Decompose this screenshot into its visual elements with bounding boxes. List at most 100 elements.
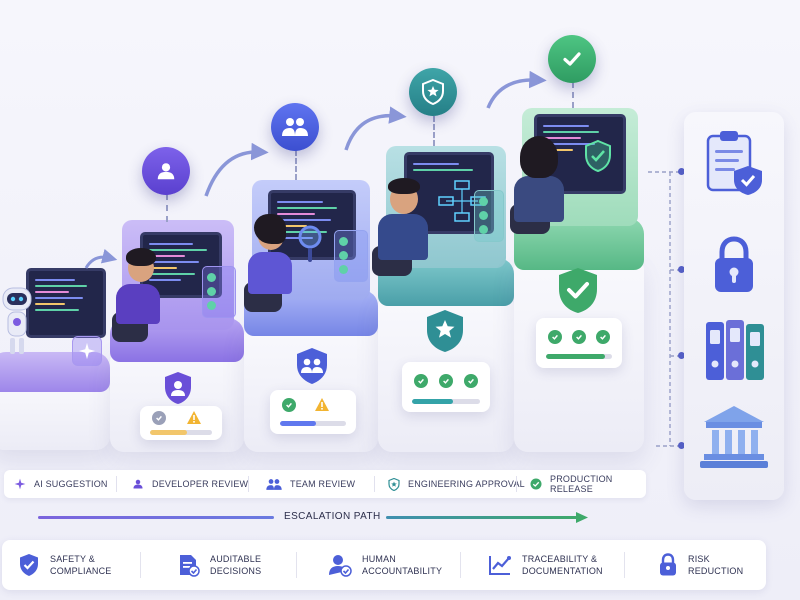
stage-legend: AI SUGGESTION DEVELOPER REVIEW TEAM REVI…	[4, 470, 646, 498]
monitor-shield-icon	[583, 139, 613, 178]
panel-dot-2	[678, 266, 685, 273]
sparkle-icon	[14, 478, 26, 490]
escalation-path-label: ESCALATION PATH	[284, 511, 381, 522]
check-circle-icon	[563, 52, 581, 66]
footer-safety-line1: SAFETY &	[50, 554, 95, 564]
engineering-badge	[409, 68, 457, 116]
legend-engineering-approval: ENGINEERING APPROVAL	[388, 470, 525, 498]
sparkle-panel	[72, 336, 102, 366]
developer-warning-icon	[186, 410, 202, 430]
footer-trace-line2: DOCUMENTATION	[522, 566, 603, 576]
footer-divider	[140, 552, 141, 578]
footer-risk-line2: REDUCTION	[688, 566, 744, 576]
engineering-progress-bar	[412, 399, 480, 404]
production-check-1-icon	[548, 330, 562, 344]
legend-developer-review-label: DEVELOPER REVIEW	[152, 479, 249, 489]
production-release-card	[536, 318, 622, 368]
engineering-check-1-icon	[414, 374, 428, 388]
developer-hair	[126, 248, 156, 266]
legend-divider	[516, 476, 517, 492]
clipboard-shield-icon	[704, 128, 766, 203]
legend-production-release-label: PRODUCTION RELEASE	[550, 474, 613, 494]
users-icon	[282, 118, 308, 136]
team-review-card	[270, 390, 356, 434]
institution-icon	[700, 404, 768, 475]
binders-icon	[704, 316, 768, 387]
team-hair	[254, 214, 286, 244]
panel-dot-1	[678, 168, 685, 175]
footer-human-line2: ACCOUNTABILITY	[362, 566, 443, 576]
panel-dot-4	[678, 442, 685, 449]
legend-divider	[248, 476, 249, 492]
engineering-person	[378, 214, 428, 260]
team-badge	[271, 103, 319, 151]
engineering-hair	[388, 178, 420, 194]
footer-auditable-line1: AUDITABLE	[210, 554, 262, 564]
developer-check-icon	[152, 411, 166, 425]
developer-shield-icon	[162, 370, 194, 411]
stage-arrows	[84, 70, 547, 269]
legend-developer-review: DEVELOPER REVIEW	[132, 470, 248, 498]
chart-line-icon	[489, 556, 511, 575]
footer-risk-reduction: RISK REDUCTION	[658, 540, 743, 590]
developer-dash	[166, 194, 168, 222]
escalation-arrow-icon	[576, 512, 588, 523]
footer-divider	[296, 552, 297, 578]
user-icon	[133, 479, 143, 489]
footer-trace-line1: TRACEABILITY &	[522, 554, 598, 564]
legend-ai-suggestion-label: AI SUGGESTION	[34, 479, 108, 489]
production-check-2-icon	[572, 330, 586, 344]
legend-team-review-label: TEAM REVIEW	[290, 479, 356, 489]
engineering-check-3-icon	[464, 374, 478, 388]
shield-star-icon	[422, 79, 444, 105]
team-checklist-panel	[334, 230, 368, 282]
escalation-path-left-line	[38, 516, 274, 519]
production-dash	[572, 82, 574, 108]
engineering-approval-card	[402, 362, 490, 412]
sparkle-icon	[78, 342, 96, 360]
panel-dot-3	[678, 352, 685, 359]
team-warning-icon	[314, 397, 330, 417]
lock-icon	[660, 553, 676, 576]
footer-auditable-line2: DECISIONS	[210, 566, 262, 576]
developer-checklist-panel	[202, 266, 236, 318]
production-badge	[548, 35, 596, 83]
shield-star-icon	[388, 477, 400, 491]
shield-check-icon	[20, 554, 38, 576]
legend-divider	[116, 476, 117, 492]
legend-team-review: TEAM REVIEW	[266, 470, 355, 498]
engineering-shield-icon	[424, 308, 466, 359]
escalation-path-right-line	[386, 516, 580, 519]
user-icon	[157, 163, 175, 180]
document-check-icon	[180, 555, 200, 577]
team-progress-bar	[280, 421, 346, 426]
footer-safety-line2: COMPLIANCE	[50, 566, 112, 576]
footer-divider	[460, 552, 461, 578]
user-check-icon	[329, 555, 352, 577]
legend-engineering-approval-label: ENGINEERING APPROVAL	[408, 479, 525, 489]
benefits-footer: SAFETY & COMPLIANCE AUDITABLE DECISIONS …	[2, 540, 766, 590]
lock-icon	[712, 236, 756, 299]
team-dash	[295, 150, 297, 180]
developer-progress-bar	[150, 430, 212, 435]
footer-divider	[624, 552, 625, 578]
engineering-checklist-panel	[474, 190, 504, 242]
magnifier-icon	[296, 224, 326, 269]
footer-safety-compliance: SAFETY & COMPLIANCE	[18, 540, 112, 590]
footer-auditable-decisions: AUDITABLE DECISIONS	[178, 540, 261, 590]
governance-panel	[684, 112, 784, 500]
footer-human-accountability: HUMAN ACCOUNTABILITY	[328, 540, 442, 590]
production-hair	[520, 136, 558, 178]
users-icon	[266, 478, 282, 490]
production-progress-bar	[546, 354, 612, 359]
engineering-dash	[433, 116, 435, 146]
footer-human-line1: HUMAN	[362, 554, 396, 564]
production-person	[514, 176, 564, 222]
developer-review-card	[140, 406, 222, 440]
team-check-icon	[282, 398, 296, 412]
check-circle-icon	[530, 478, 542, 490]
engineering-check-2-icon	[439, 374, 453, 388]
developer-person	[116, 284, 160, 324]
legend-ai-suggestion: AI SUGGESTION	[14, 470, 108, 498]
production-check-3-icon	[596, 330, 610, 344]
